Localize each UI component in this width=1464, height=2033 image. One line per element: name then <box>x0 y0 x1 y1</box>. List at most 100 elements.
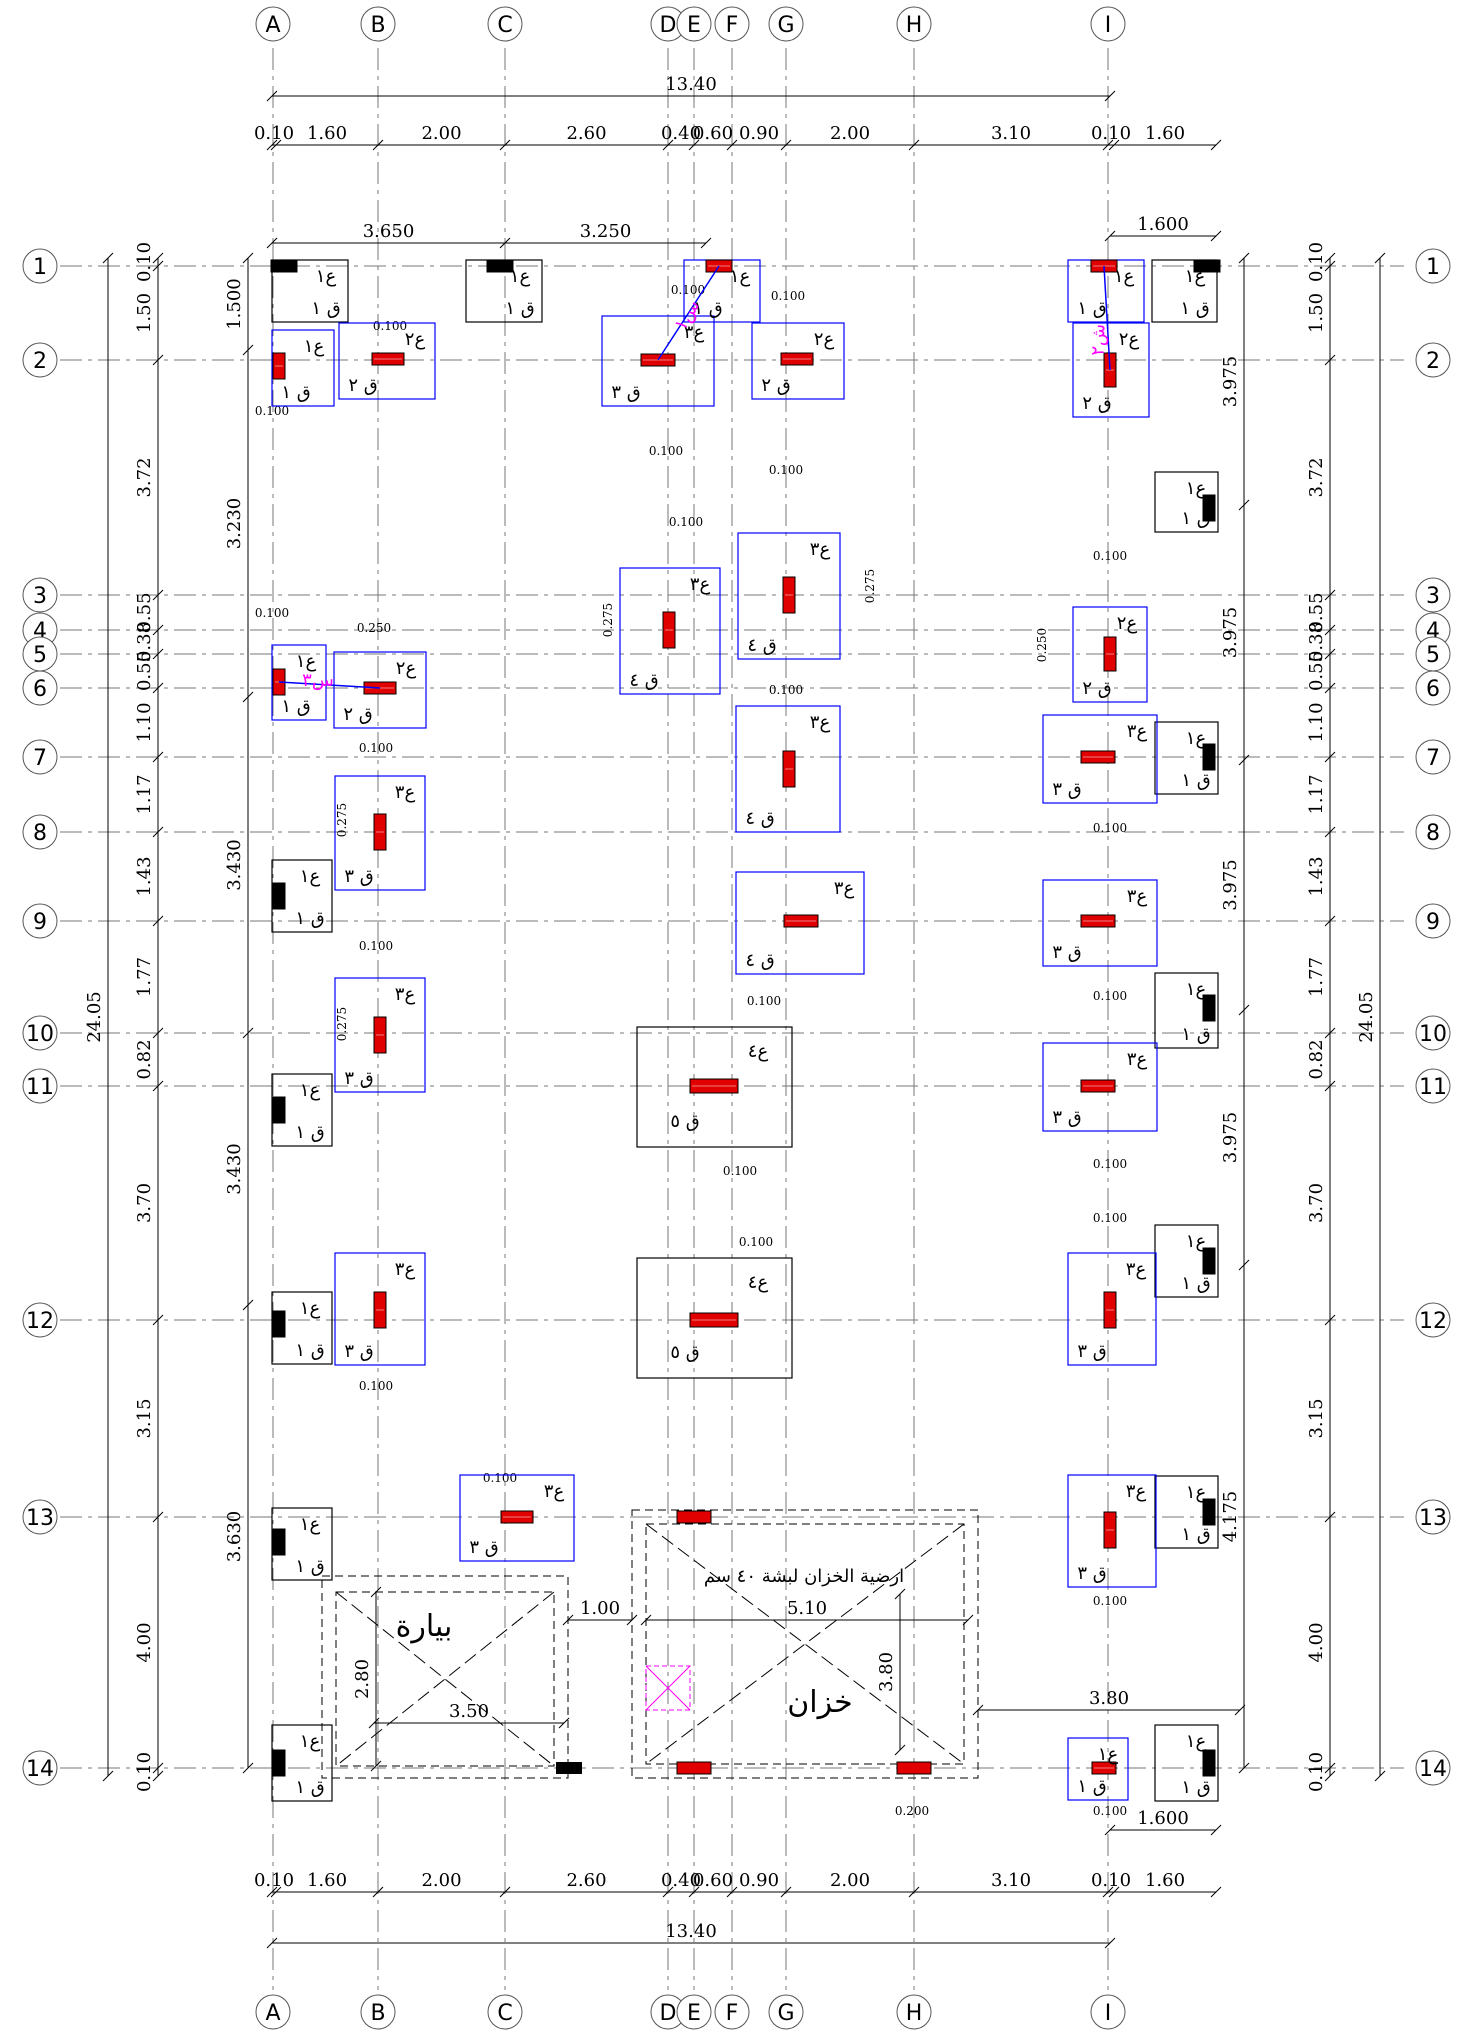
row-chain-left-text: 0.10 <box>134 1752 155 1792</box>
dim-tick <box>1238 1004 1250 1016</box>
grid-label-F: F <box>726 13 739 38</box>
footing-4-blue-15: ع٣ق ٤ <box>735 871 865 975</box>
grid-label-7: 7 <box>33 746 47 771</box>
dim-tick <box>688 1886 700 1898</box>
footing-2-blue-10: ع٢ق ٢ <box>333 651 427 729</box>
footing-1-0-outline <box>271 259 349 323</box>
grid-label-H: H <box>906 2001 923 2026</box>
row-chain-left-text: 3.70 <box>134 1183 155 1223</box>
dim-tick <box>1238 754 1250 766</box>
footing-1-3: ع١ق ١ <box>1154 471 1219 533</box>
dim-tick <box>688 139 700 151</box>
offset-dim-text: 0.100 <box>359 741 393 755</box>
offset-dim-text: 0.100 <box>483 1471 517 1485</box>
dim-tick <box>1102 1886 1114 1898</box>
footing-1-8-outline <box>1154 1224 1219 1298</box>
dim-tick <box>242 344 254 356</box>
row-chain-right-text: 0.10 <box>1306 242 1327 282</box>
footing-1-13-footing-label: ق ١ <box>295 1777 324 1798</box>
footing-3-blue-13-column-label: ع٣ <box>1127 721 1148 742</box>
manhole-cross <box>645 1665 691 1711</box>
dim-tick <box>152 1770 164 1782</box>
footing-4-blue-8-footing-label: ق ٤ <box>747 635 776 656</box>
footing-1-3-outline <box>1154 471 1219 533</box>
footing-1-0-column-label: ع١ <box>316 266 337 287</box>
footing-2-blue-6: ع٢ق ٢ <box>1072 322 1150 418</box>
footing-3-blue-21: ع٣ق ٣ <box>459 1474 575 1562</box>
grid-bubble-C-bottom <box>487 1994 523 2030</box>
footing-3-blue-14-outline <box>334 775 426 891</box>
offset-dim-text: 0.100 <box>255 404 289 418</box>
footing-1-12-column-label: ع١ <box>1186 1731 1207 1752</box>
footing-2-blue-11: ع٢ق ٢ <box>1072 606 1148 703</box>
offset-dim-text: 0.275 <box>863 569 877 603</box>
dim-tick <box>499 139 511 151</box>
grid-bubble-1-right <box>1415 248 1451 284</box>
footing-2-blue-10-footing-label: ق ٢ <box>343 704 372 725</box>
footing-3-blue-22-column-label: ع٣ <box>1126 1481 1147 1502</box>
footing-1-12-column <box>1202 1749 1216 1777</box>
dim-tick <box>1374 252 1386 264</box>
grid-bubble-14-left <box>22 1750 58 1786</box>
grid-bubble-11-left <box>22 1068 58 1104</box>
footing-1-2-outline <box>1151 259 1218 323</box>
dim-tick <box>152 1314 164 1326</box>
dim-tick <box>266 139 278 151</box>
footing-1-11-column-label: ع١ <box>300 1514 321 1535</box>
footing-1-7-footing-label: ق ١ <box>295 1122 324 1143</box>
dim-tick <box>370 1760 382 1772</box>
tie-beam-label-3: س٣ <box>302 670 334 691</box>
footing-4-blue-12-column-label: ع٣ <box>810 712 831 733</box>
footing-5-1-footing-label: ق ٥ <box>670 1342 699 1363</box>
footing-1-8-column <box>1202 1247 1216 1275</box>
grid-bubble-2-right <box>1415 342 1451 378</box>
grid-label-A: A <box>265 13 280 38</box>
footing-3-blue-14-footing-label: ق ٣ <box>344 866 373 887</box>
grid-bubble-8-left <box>22 814 58 850</box>
dim-tick <box>270 1886 282 1898</box>
footing-1-7-column-label: ع١ <box>300 1080 321 1101</box>
footing-1-10-column <box>1202 1498 1216 1526</box>
footing-2-blue-11-footing-label: ق ٢ <box>1082 678 1111 699</box>
row-chain-left-text: 1.17 <box>134 774 155 814</box>
grid-label-I: I <box>1105 2001 1112 2026</box>
grid-label-1: 1 <box>33 255 47 280</box>
grid-bubble-9-left <box>22 903 58 939</box>
column-chain-bottom-text: 0.10 <box>254 1870 294 1891</box>
column-chain-top-text: 2.00 <box>421 123 461 144</box>
footing-1-1-column <box>486 259 514 273</box>
column-chain-bottom-text: 0.60 <box>693 1870 733 1891</box>
grid-bubble-11-right <box>1415 1068 1451 1104</box>
dim-tick <box>370 1586 382 1598</box>
grid-label-G: G <box>777 2001 794 2026</box>
row-chain-left-text: 0.55 <box>134 651 155 691</box>
grid-label-14: 14 <box>1419 1757 1447 1782</box>
footing-1-blue-23-column-label: ع١ <box>1098 1744 1119 1765</box>
footing-3-blue-16-footing-label: ق ٣ <box>1052 942 1081 963</box>
dim-tick <box>1238 499 1250 511</box>
grid-bubble-13-left <box>22 1499 58 1535</box>
pool-diagonal <box>335 1591 555 1767</box>
tank-wall-column-1 <box>676 1761 712 1775</box>
dim-tick <box>1108 139 1120 151</box>
grid-label-6: 6 <box>33 677 47 702</box>
footing-1-0-column <box>270 259 298 273</box>
dim-tick <box>726 139 738 151</box>
grid-label-12: 12 <box>26 1309 54 1334</box>
dim-tick <box>242 252 254 264</box>
grid-label-7: 7 <box>1426 746 1440 771</box>
grid-label-A: A <box>265 2001 280 2026</box>
offset-dim-text: 0.100 <box>373 319 407 333</box>
grid-bubble-2-left <box>22 342 58 378</box>
footing-1-7-column <box>272 1096 286 1124</box>
row-chain-right-text: 1.43 <box>1306 856 1327 896</box>
grid-bubble-7-left <box>22 739 58 775</box>
footing-3-blue-22-footing-label: ق ٣ <box>1077 1563 1106 1584</box>
dim-tick <box>1324 1770 1336 1782</box>
grid-bubble-9-right <box>1415 903 1451 939</box>
footing-5-1: ع٤ق ٥ <box>636 1257 793 1379</box>
footing-3-blue-2-footing-label: ق ٣ <box>611 382 640 403</box>
row-chain-right-text: 1.17 <box>1306 774 1327 814</box>
dim-tick <box>266 90 278 102</box>
footing-1-4-outline <box>271 859 333 933</box>
